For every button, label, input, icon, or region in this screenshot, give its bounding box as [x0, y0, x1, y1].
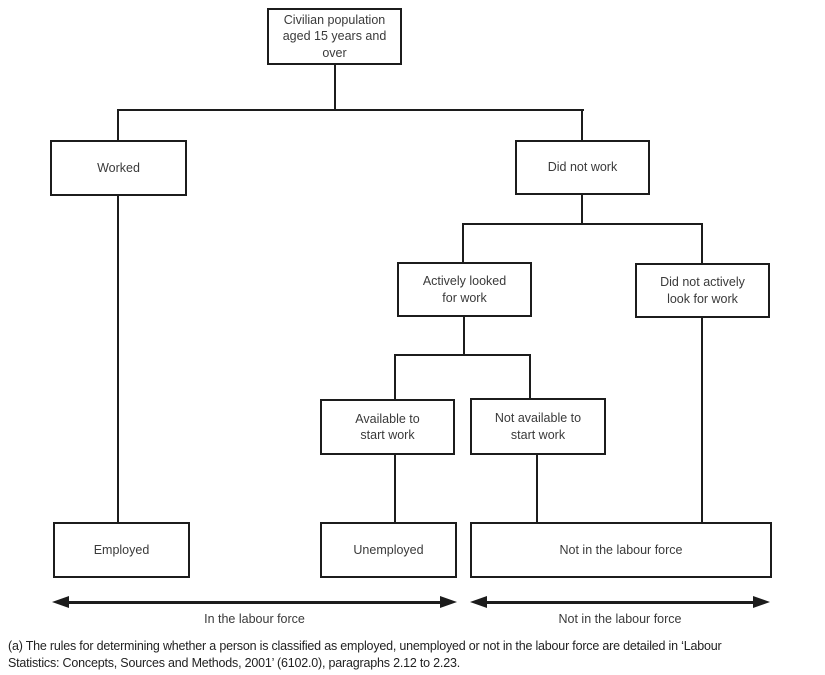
- arrow-shaft: [480, 600, 760, 604]
- connector-civilian-stem: [334, 65, 336, 111]
- node-civilian-population: Civilian population aged 15 years and ov…: [267, 8, 402, 65]
- not-in-labour-force-arrow: [470, 596, 770, 608]
- node-available-to-start-work: Available to start work: [320, 399, 455, 455]
- not-in-labour-force-label: Not in the labour force: [558, 612, 682, 626]
- node-worked: Worked: [50, 140, 187, 196]
- node-available-label: Available to start work: [355, 411, 420, 443]
- node-not-available-label: Not available to start work: [494, 411, 582, 442]
- connector-did-not-work-branch: [462, 223, 703, 225]
- connector-civilian-branch: [117, 109, 584, 111]
- connector-did-not-work-stem: [581, 195, 583, 225]
- node-did-not-work-label: Did not work: [547, 160, 618, 175]
- node-not-available-to-start-work: Not available to start work: [470, 398, 606, 455]
- connector-to-worked: [117, 109, 119, 140]
- node-civilian-population-label: Civilian population aged 15 years and ov…: [282, 12, 387, 60]
- node-not-in-labour-force: Not in the labour force: [470, 522, 772, 578]
- connector-to-available: [394, 354, 396, 399]
- connector-actively-looked-stem: [463, 317, 465, 356]
- node-not-in-labour-force-label: Not in the labour force: [559, 542, 683, 557]
- node-did-not-actively-label: Did not actively look for work: [660, 275, 745, 306]
- connector-did-not-actively-to-nilf: [701, 318, 703, 522]
- node-employed-label: Employed: [93, 542, 150, 557]
- arrow-left-head-icon: [470, 596, 487, 608]
- connector-to-did-not-actively: [701, 223, 703, 263]
- node-worked-label: Worked: [97, 160, 140, 175]
- in-labour-force-label: In the labour force: [204, 612, 305, 626]
- connector-available-to-unemployed: [394, 455, 396, 522]
- node-unemployed: Unemployed: [320, 522, 457, 578]
- node-actively-looked-for-work: Actively looked for work: [397, 262, 532, 317]
- arrow-shaft: [62, 600, 447, 604]
- node-actively-looked-label: Actively looked for work: [422, 274, 507, 305]
- in-labour-force-arrow: [52, 596, 457, 608]
- connector-worked-to-employed: [117, 196, 119, 522]
- connector-to-actively-looked: [462, 223, 464, 262]
- arrow-right-head-icon: [440, 596, 457, 608]
- node-did-not-actively-look: Did not actively look for work: [635, 263, 770, 318]
- arrow-left-head-icon: [52, 596, 69, 608]
- connector-actively-looked-branch: [394, 354, 531, 356]
- arrow-right-head-icon: [753, 596, 770, 608]
- node-did-not-work: Did not work: [515, 140, 650, 195]
- footnote: (a) The rules for determining whether a …: [8, 639, 722, 671]
- node-unemployed-label: Unemployed: [353, 542, 424, 557]
- connector-not-available-to-nilf: [536, 455, 538, 522]
- connector-to-not-available: [529, 354, 531, 398]
- connector-to-did-not-work: [581, 109, 583, 140]
- node-employed: Employed: [53, 522, 190, 578]
